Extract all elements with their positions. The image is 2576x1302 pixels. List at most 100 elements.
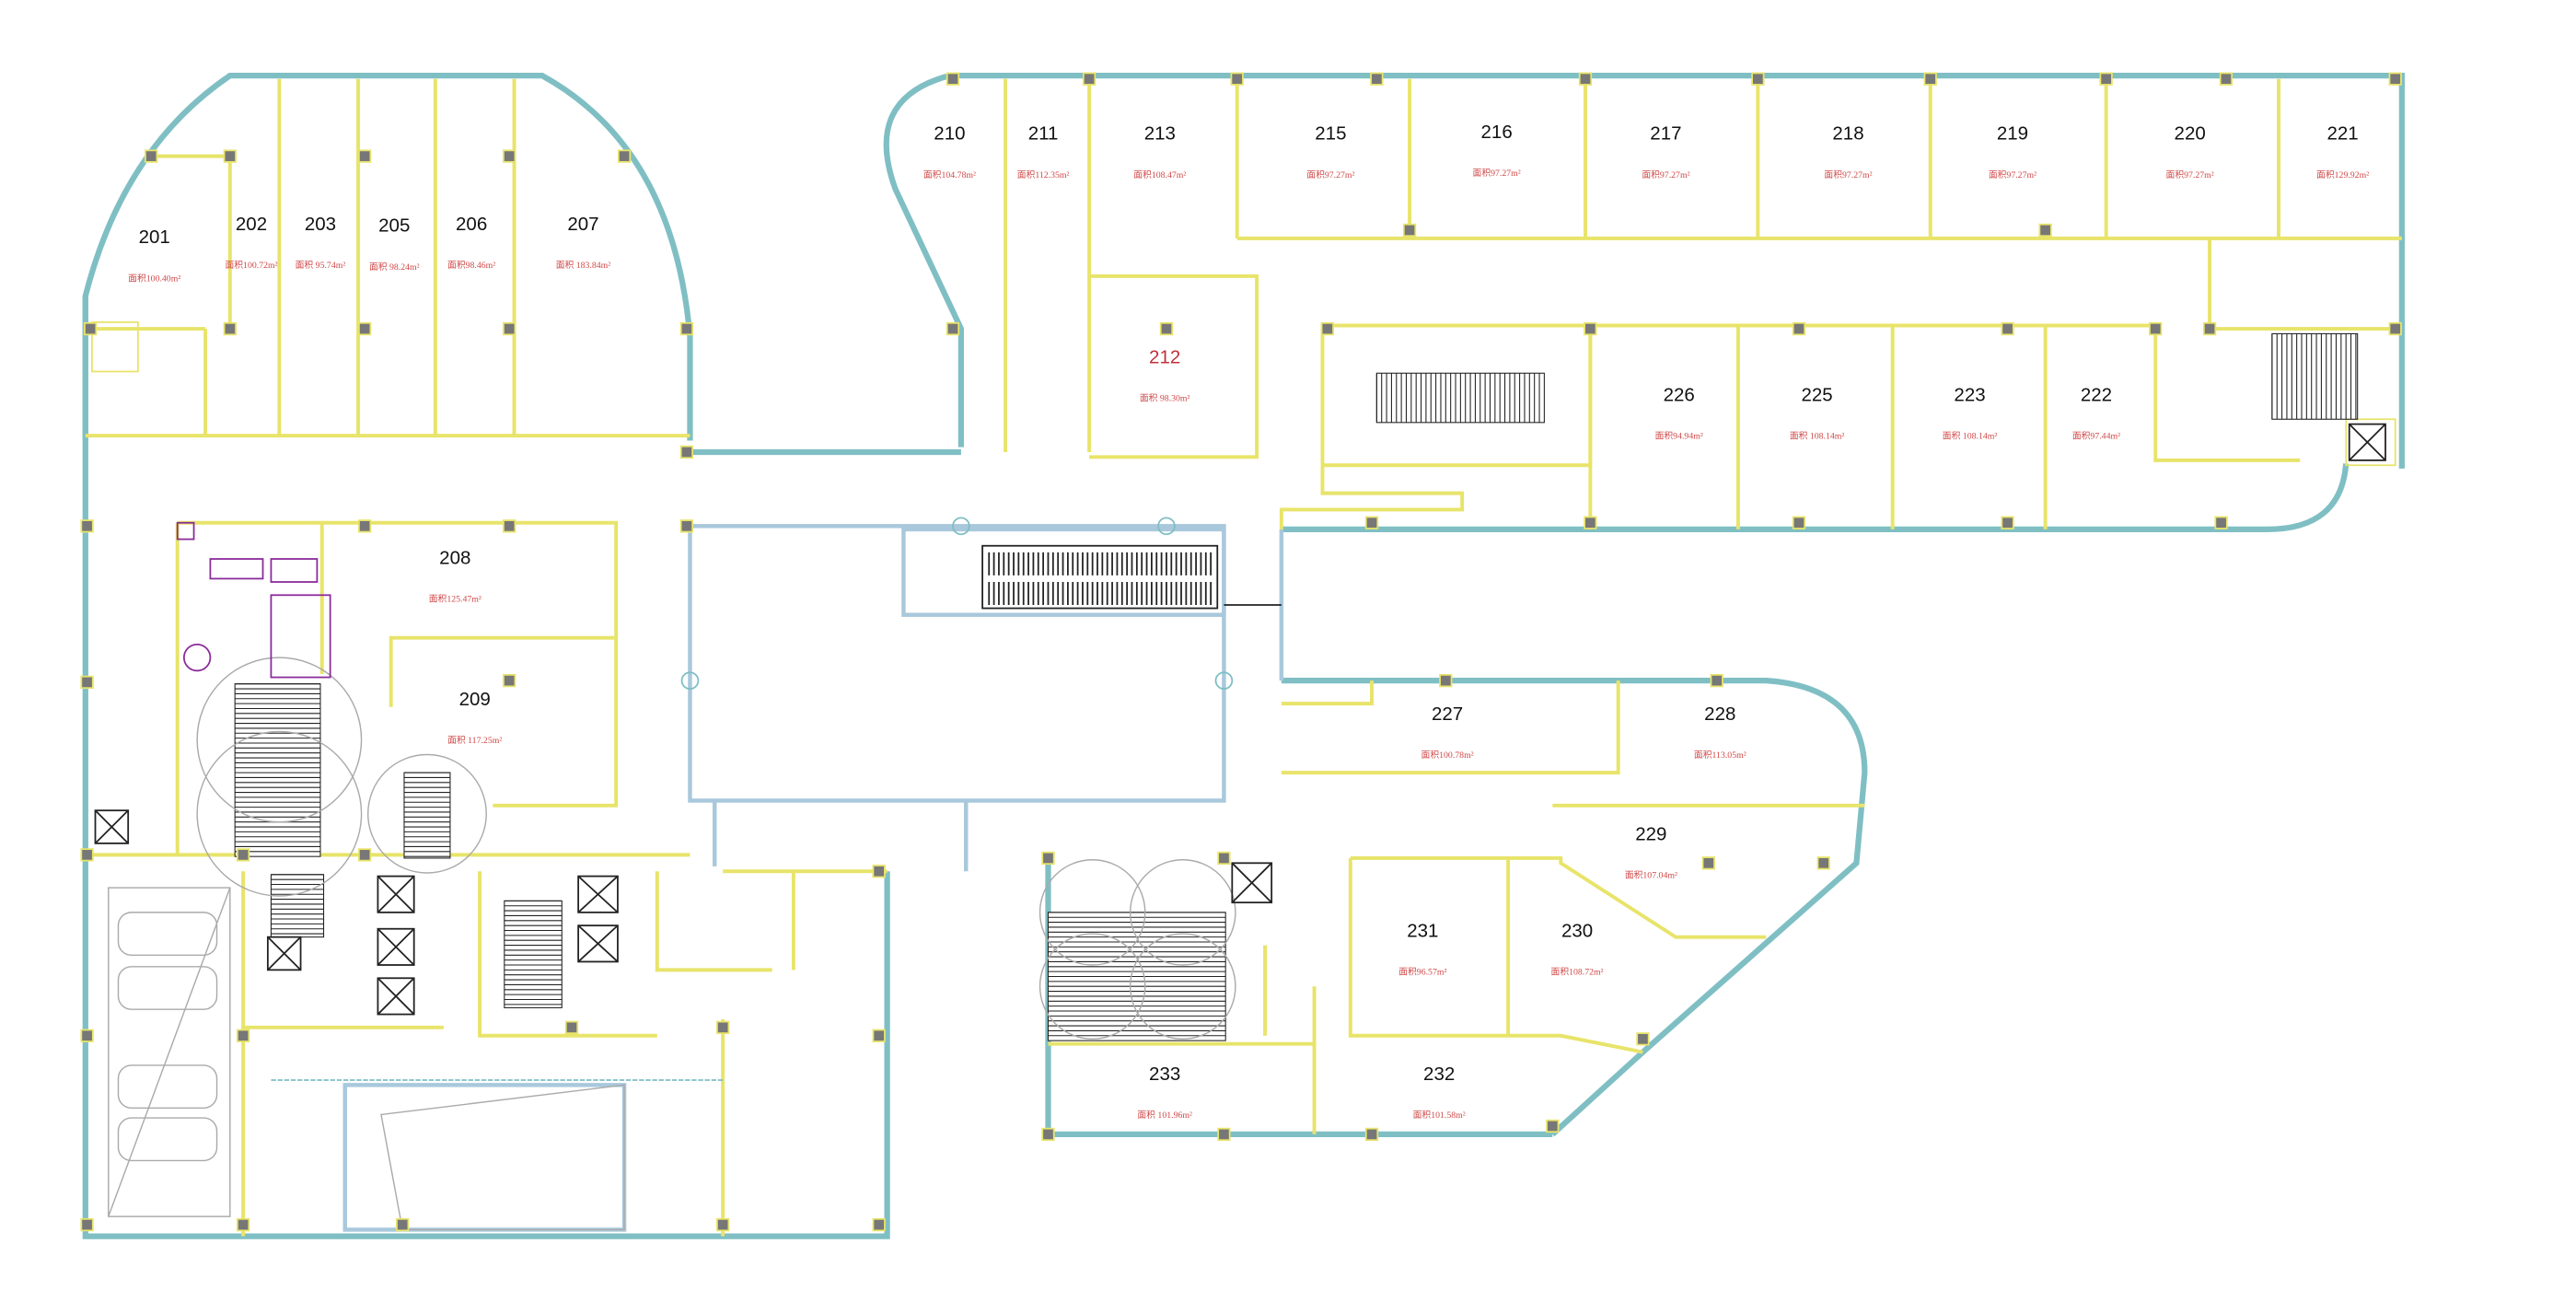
- room-number: 229: [1635, 823, 1666, 844]
- room-area: 面积101.58m²: [1413, 1110, 1466, 1121]
- room-area: 面积94.94m²: [1655, 431, 1703, 442]
- room-area: 面积107.04m²: [1625, 869, 1677, 880]
- room-230[interactable]: 230 面积108.72m²: [1551, 921, 1604, 978]
- room-number: 226: [1664, 385, 1695, 406]
- room-area: 面积 117.25m²: [447, 735, 502, 746]
- room-number: 203: [305, 214, 336, 235]
- room-212[interactable]: 212 面积 98.30m²: [1140, 347, 1190, 404]
- room-number: 207: [567, 214, 598, 235]
- exterior-walls: [82, 73, 2405, 1239]
- room-area: 面积97.27m²: [1642, 169, 1689, 180]
- room-205[interactable]: 205 面积 98.24m²: [369, 215, 420, 273]
- room-area: 面积125.47m²: [429, 593, 482, 604]
- room-number: 230: [1561, 921, 1593, 942]
- room-225[interactable]: 225 面积 108.14m²: [1790, 385, 1845, 442]
- room-area: 面积108.72m²: [1551, 967, 1604, 978]
- room-number: 210: [934, 123, 965, 145]
- room-229[interactable]: 229 面积107.04m²: [1625, 823, 1677, 880]
- room-232[interactable]: 232 面积101.58m²: [1413, 1064, 1466, 1121]
- room-206[interactable]: 206 面积98.46m²: [447, 214, 495, 271]
- room-number: 220: [2175, 123, 2206, 145]
- room-number: 216: [1481, 122, 1513, 143]
- room-number: 217: [1650, 123, 1681, 145]
- room-207[interactable]: 207 面积 183.84m²: [556, 214, 611, 271]
- room-231[interactable]: 231 面积96.57m²: [1398, 921, 1446, 978]
- restroom: [176, 521, 331, 679]
- room-area: 面积100.78m²: [1421, 750, 1474, 761]
- room-209[interactable]: 209 面积 117.25m²: [447, 689, 502, 746]
- room-area: 面积 108.14m²: [1790, 431, 1845, 442]
- parking-spaces: [117, 912, 218, 1162]
- atrium: [680, 517, 1284, 872]
- room-218[interactable]: 218 面积97.27m²: [1824, 123, 1872, 180]
- room-220[interactable]: 220 面积97.27m²: [2166, 123, 2214, 180]
- room-number: 208: [439, 547, 470, 568]
- room-number: 233: [1149, 1064, 1180, 1085]
- room-number: 213: [1144, 123, 1176, 145]
- room-227[interactable]: 227 面积100.78m²: [1421, 703, 1474, 761]
- room-number: 215: [1315, 123, 1346, 145]
- room-area: 面积100.40m²: [128, 273, 180, 284]
- room-area: 面积 98.24m²: [369, 262, 420, 273]
- room-area: 面积97.27m²: [2166, 169, 2214, 180]
- elevator-shafts: [94, 423, 2386, 1016]
- room-area: 面积 183.84m²: [556, 260, 611, 271]
- room-216[interactable]: 216 面积97.27m²: [1473, 122, 1521, 179]
- room-number: 201: [139, 227, 170, 248]
- room-222[interactable]: 222 面积97.44m²: [2072, 385, 2120, 442]
- room-number: 225: [1801, 385, 1832, 406]
- room-area: 面积100.72m²: [225, 260, 277, 271]
- room-number: 228: [1704, 703, 1735, 725]
- room-203[interactable]: 203 面积 95.74m²: [296, 214, 346, 271]
- room-area: 面积112.35m²: [1017, 169, 1070, 180]
- room-area: 面积97.27m²: [1824, 169, 1872, 180]
- room-number: 222: [2081, 385, 2112, 406]
- room-area: 面积 98.30m²: [1140, 393, 1190, 404]
- room-213[interactable]: 213 面积108.47m²: [1133, 123, 1186, 180]
- room-area: 面积 95.74m²: [296, 260, 346, 271]
- room-217[interactable]: 217 面积97.27m²: [1642, 123, 1689, 180]
- structural-columns: [80, 72, 2402, 1232]
- room-215[interactable]: 215 面积97.27m²: [1306, 123, 1354, 180]
- room-number: 231: [1407, 921, 1438, 942]
- room-201[interactable]: 201 面积100.40m²: [128, 227, 180, 284]
- room-area: 面积97.44m²: [2072, 431, 2120, 442]
- room-number: 212: [1149, 347, 1180, 368]
- room-area: 面积113.05m²: [1694, 750, 1746, 761]
- room-area: 面积104.78m²: [923, 169, 976, 180]
- room-area: 面积97.27m²: [1989, 169, 2036, 180]
- room-area: 面积96.57m²: [1398, 967, 1446, 978]
- room-208[interactable]: 208 面积125.47m²: [429, 547, 482, 604]
- room-226[interactable]: 226 面积94.94m²: [1655, 385, 1703, 442]
- room-number: 211: [1028, 123, 1059, 145]
- room-number: 206: [456, 214, 487, 235]
- room-area: 面积 108.14m²: [1943, 431, 1998, 442]
- room-area: 面积98.46m²: [447, 260, 495, 271]
- room-228[interactable]: 228 面积113.05m²: [1694, 703, 1746, 761]
- room-number: 209: [459, 689, 491, 710]
- stairwells: [196, 332, 2359, 1041]
- escalator: [981, 544, 1219, 610]
- room-area: 面积108.47m²: [1133, 169, 1186, 180]
- interior-walls: [85, 78, 2402, 1237]
- room-number: 232: [1423, 1064, 1455, 1085]
- room-233[interactable]: 233 面积 101.96m²: [1137, 1064, 1192, 1121]
- room-210[interactable]: 210 面积104.78m²: [923, 123, 976, 180]
- room-221[interactable]: 221 面积129.92m²: [2316, 123, 2369, 180]
- room-number: 221: [2327, 123, 2358, 145]
- room-number: 218: [1832, 123, 1863, 145]
- room-number: 219: [1997, 123, 2028, 145]
- room-area: 面积 101.96m²: [1137, 1110, 1192, 1121]
- room-area: 面积97.27m²: [1473, 168, 1521, 179]
- room-219[interactable]: 219 面积97.27m²: [1989, 123, 2036, 180]
- room-area: 面积129.92m²: [2316, 169, 2369, 180]
- room-211[interactable]: 211 面积112.35m²: [1017, 123, 1070, 180]
- room-number: 227: [1432, 703, 1463, 725]
- room-223[interactable]: 223 面积 108.14m²: [1943, 385, 1998, 442]
- room-number: 205: [378, 215, 410, 237]
- room-area: 面积97.27m²: [1306, 169, 1354, 180]
- room-number: 223: [1954, 385, 1985, 406]
